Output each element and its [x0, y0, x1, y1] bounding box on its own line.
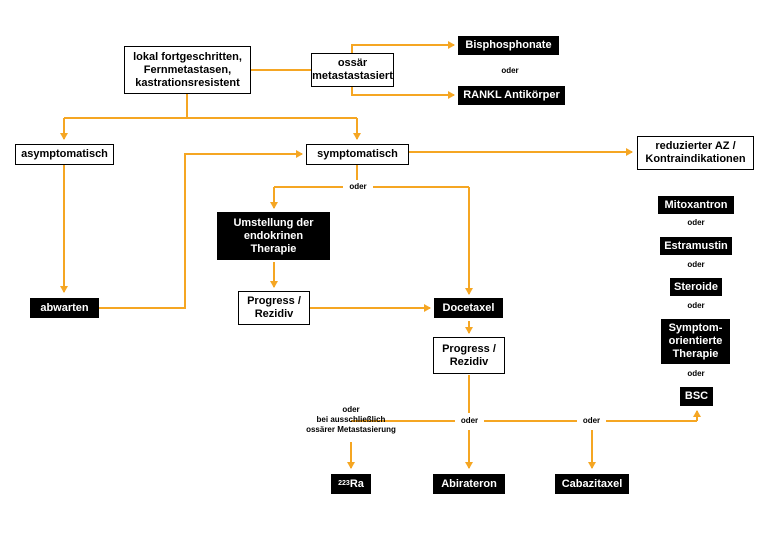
label-oder-bottom-right: oder — [582, 416, 601, 425]
node-cabazitaxel: Cabazitaxel — [555, 474, 629, 494]
node-umstellung: Umstellung der endokrinen Therapie — [217, 212, 330, 260]
label-oder-ra-note: oder bei ausschließlich ossärer Metastas… — [306, 405, 396, 434]
label-oder-right4: oder — [687, 369, 705, 378]
node-progress1: Progress / Rezidiv — [238, 291, 310, 325]
node-docetaxel: Docetaxel — [434, 298, 503, 318]
node-mitoxantron: Mitoxantron — [658, 196, 734, 214]
node-start: lokal fortgeschritten, Fernmetastasen, k… — [124, 46, 251, 94]
label-oder-bone: oder — [501, 66, 519, 75]
label-oder-right1: oder — [687, 218, 705, 227]
node-ossaer: ossär metastastasiert — [311, 53, 394, 87]
node-bsc: BSC — [680, 387, 713, 406]
node-bisphosphonate: Bisphosphonate — [458, 36, 559, 55]
connector-abwarten-symptomatisch — [99, 150, 303, 309]
label-oder-right2: oder — [687, 260, 705, 269]
node-reduzierter: reduzierter AZ / Kontraindikationen — [637, 136, 754, 170]
radium-symbol: Ra — [349, 477, 364, 490]
label-oder-bottom-mid: oder — [460, 416, 479, 425]
node-symptom: Symptom- orientierte Therapie — [661, 319, 730, 364]
node-steroide: Steroide — [670, 278, 722, 296]
node-rankl: RANKL Antikörper — [458, 86, 565, 105]
node-abwarten: abwarten — [30, 298, 99, 318]
node-symptomatisch: symptomatisch — [306, 144, 409, 165]
node-asymptomatisch: asymptomatisch — [15, 144, 114, 165]
connector-ossaer-rankl — [351, 87, 455, 99]
node-abirateron: Abirateron — [433, 474, 505, 494]
node-progress2: Progress / Rezidiv — [433, 337, 505, 374]
connector-ossaer-bisphosphonate — [351, 41, 455, 53]
label-oder-symptomatisch: oder — [349, 182, 367, 191]
label-oder-right3: oder — [687, 301, 705, 310]
node-estramustin: Estramustin — [660, 237, 732, 255]
